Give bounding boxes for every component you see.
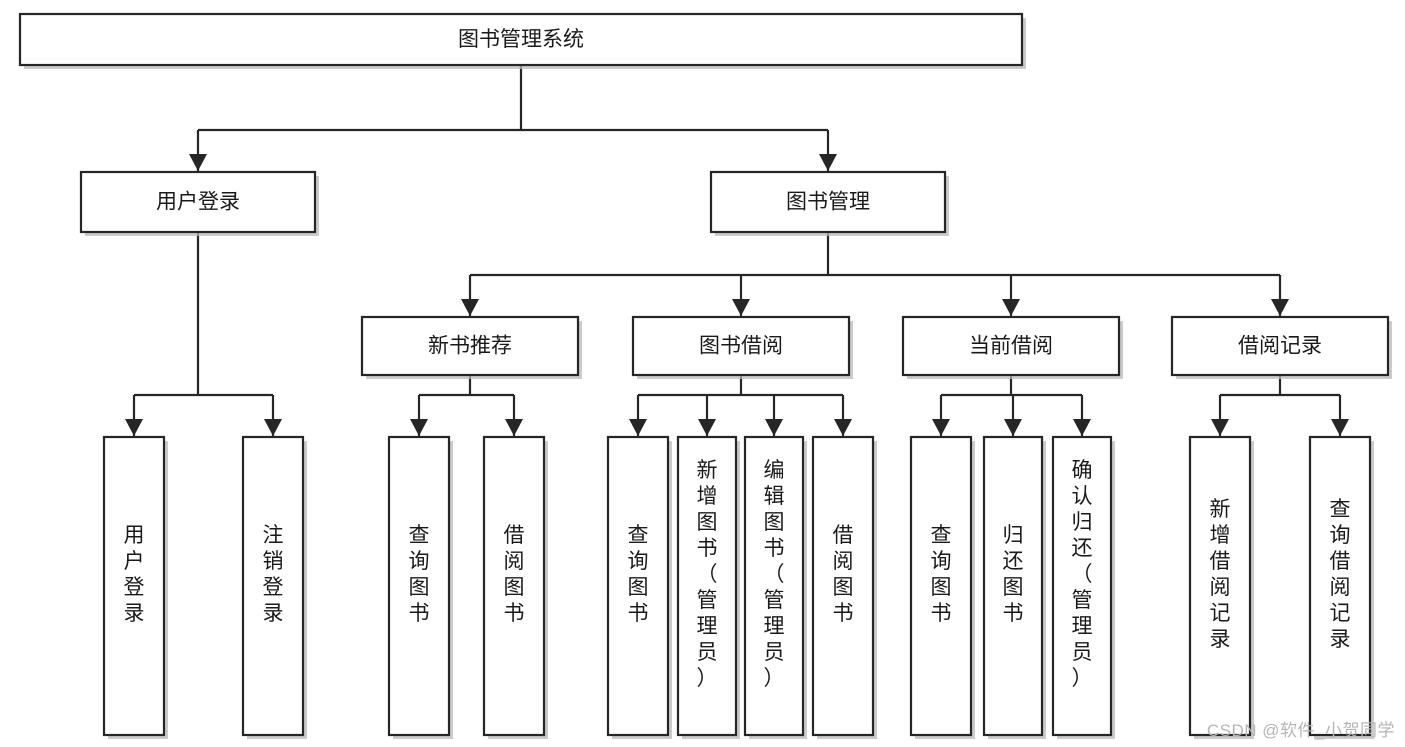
node-borrow-record[interactable]: 借阅记录 <box>1170 315 1392 379</box>
node-leaf-add-borrow-record[interactable]: 新增借阅记录 <box>1188 435 1254 739</box>
node-box[interactable] <box>102 435 166 737</box>
node-leaf-borrow-book-new[interactable]: 借阅图书 <box>482 435 548 739</box>
node-label: 查询借阅记录 <box>1330 498 1351 651</box>
node-label: 查询图书 <box>931 524 952 625</box>
node-book-borrow[interactable]: 图书借阅 <box>631 315 853 379</box>
node-leaf-edit-book-admin[interactable]: 编辑图书（管理员） <box>743 435 807 739</box>
node-box[interactable] <box>79 170 317 234</box>
arrow-head-icon <box>1002 299 1020 316</box>
arrow-head-icon <box>264 419 282 436</box>
node-label: 用户登录 <box>124 524 145 625</box>
node-box[interactable] <box>360 315 580 377</box>
arrow-head-icon <box>732 299 750 316</box>
arrow-head-icon <box>189 154 207 171</box>
node-root[interactable]: 图书管理系统 <box>18 12 1026 69</box>
nodes-layer: 图书管理系统用户登录图书管理新书推荐图书借阅当前借阅借阅记录用户登录注销登录查询… <box>18 12 1392 739</box>
node-label: 归还图书 <box>1003 524 1024 625</box>
node-leaf-query-book-current[interactable]: 查询图书 <box>909 435 975 739</box>
edge-group-user-login <box>125 232 282 436</box>
node-label: 新书推荐 <box>428 335 512 358</box>
node-box[interactable] <box>241 435 305 737</box>
node-box[interactable] <box>982 435 1044 737</box>
arrow-head-icon <box>698 419 716 436</box>
arrow-head-icon <box>461 299 479 316</box>
edge-group-current-borrow <box>932 375 1091 436</box>
node-box[interactable] <box>1188 435 1252 737</box>
node-new-book-recommend[interactable]: 新书推荐 <box>360 315 582 379</box>
node-leaf-query-book-new[interactable]: 查询图书 <box>387 435 453 739</box>
node-box[interactable] <box>676 435 738 737</box>
node-leaf-return-book[interactable]: 归还图书 <box>982 435 1046 739</box>
arrow-head-icon <box>1331 419 1349 436</box>
node-box[interactable] <box>18 12 1024 67</box>
arrow-head-icon <box>1004 419 1022 436</box>
node-box[interactable] <box>811 435 875 737</box>
node-label: 图书管理系统 <box>458 28 584 51</box>
node-label: 用户登录 <box>156 191 240 214</box>
node-box[interactable] <box>482 435 546 737</box>
arrow-head-icon <box>819 154 837 171</box>
node-label: 新增借阅记录 <box>1210 498 1231 651</box>
arrow-head-icon <box>1271 299 1289 316</box>
node-box[interactable] <box>631 315 851 377</box>
node-box[interactable] <box>901 315 1121 377</box>
arrow-head-icon <box>1073 419 1091 436</box>
node-label: 借阅记录 <box>1238 335 1322 358</box>
node-box[interactable] <box>743 435 805 737</box>
arrow-head-icon <box>834 419 852 436</box>
edge-group-borrow-record <box>1211 375 1349 436</box>
node-label: 图书管理 <box>786 191 870 214</box>
node-leaf-query-book-borrow[interactable]: 查询图书 <box>606 435 672 739</box>
node-book-management[interactable]: 图书管理 <box>709 170 949 236</box>
arrow-head-icon <box>765 419 783 436</box>
node-label: 确认归还（管理员） <box>1072 459 1093 690</box>
csdn-watermark: CSDN @软件_小贺同学 <box>1206 721 1395 740</box>
node-user-login[interactable]: 用户登录 <box>79 170 319 236</box>
connectors-layer <box>125 65 1349 436</box>
node-current-borrow[interactable]: 当前借阅 <box>901 315 1123 379</box>
node-label: 查询图书 <box>409 524 430 625</box>
arrow-head-icon <box>410 419 428 436</box>
node-box[interactable] <box>709 170 947 234</box>
node-box[interactable] <box>606 435 670 737</box>
node-box[interactable] <box>1051 435 1113 737</box>
node-leaf-query-borrow-record[interactable]: 查询借阅记录 <box>1308 435 1374 739</box>
node-label: 图书借阅 <box>699 335 783 358</box>
node-box[interactable] <box>387 435 451 737</box>
node-leaf-confirm-return-admin[interactable]: 确认归还（管理员） <box>1051 435 1115 739</box>
node-leaf-logout[interactable]: 注销登录 <box>241 435 307 739</box>
node-box[interactable] <box>1308 435 1372 737</box>
edge-group-root <box>189 65 837 171</box>
node-leaf-user-login[interactable]: 用户登录 <box>102 435 168 739</box>
edge-group-book-borrow <box>629 375 852 436</box>
edge-group-book-management <box>461 232 1289 316</box>
arrow-head-icon <box>629 419 647 436</box>
arrow-head-icon <box>505 419 523 436</box>
node-label: 编辑图书（管理员） <box>764 459 785 690</box>
node-leaf-add-book-admin[interactable]: 新增图书（管理员） <box>676 435 740 739</box>
node-box[interactable] <box>1170 315 1390 377</box>
edge-group-new-book-recommend <box>410 375 523 436</box>
node-label: 当前借阅 <box>969 335 1053 358</box>
node-label: 借阅图书 <box>833 524 854 625</box>
node-label: 查询图书 <box>628 524 649 625</box>
node-label: 借阅图书 <box>504 524 525 625</box>
arrow-head-icon <box>1211 419 1229 436</box>
node-box[interactable] <box>909 435 973 737</box>
node-label: 注销登录 <box>263 524 284 625</box>
arrow-head-icon <box>932 419 950 436</box>
node-label: 新增图书（管理员） <box>697 459 718 690</box>
node-leaf-borrow-book[interactable]: 借阅图书 <box>811 435 877 739</box>
arrow-head-icon <box>125 419 143 436</box>
